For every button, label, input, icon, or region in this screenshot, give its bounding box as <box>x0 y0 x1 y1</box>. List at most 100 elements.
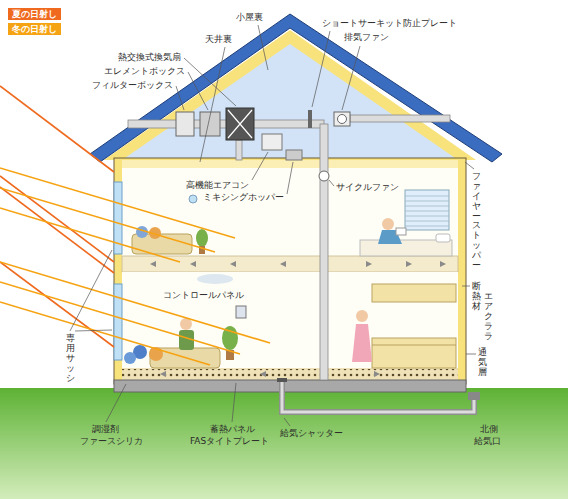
part-label: 断熱材 <box>472 282 481 312</box>
house-wall <box>122 256 458 272</box>
furniture <box>189 195 197 203</box>
leader-line <box>342 46 360 110</box>
part-label: ミキシングホッパー <box>203 192 284 203</box>
furniture <box>124 190 456 368</box>
summer-sun-ray <box>0 86 114 172</box>
label-holder: ファースシリカ <box>80 436 143 447</box>
label-holder: 断熱材 <box>472 282 481 312</box>
roof <box>90 14 502 162</box>
attic <box>104 30 476 160</box>
furniture <box>372 338 456 368</box>
airflow-arrow <box>366 261 372 267</box>
house-wall <box>122 368 458 380</box>
leader-line <box>465 162 474 169</box>
house-wall <box>114 158 466 384</box>
part-label: 天井裏 <box>205 34 232 45</box>
supply-pipe <box>277 378 287 382</box>
house-wall <box>122 160 458 168</box>
label-holder: エレメントボックス <box>104 66 185 77</box>
part-label: 蓄熱パネル <box>210 424 255 435</box>
part-label: サイクルファン <box>336 182 399 193</box>
airflow-arrow <box>406 261 412 267</box>
part-label: 給気シャッター <box>280 428 343 439</box>
house-wall <box>122 369 458 379</box>
duct <box>320 124 328 380</box>
furniture <box>405 190 449 230</box>
leader-line <box>284 418 290 426</box>
part-label: 専用サッシ <box>66 334 75 383</box>
supply-pipe <box>282 382 474 412</box>
summer-sun-ray <box>0 176 114 262</box>
label-holder: フィルターボックス <box>92 80 173 91</box>
label-holder: サイクルファン <box>336 182 399 193</box>
furniture <box>352 324 372 362</box>
legend-swatch: 冬の日射し <box>8 23 61 35</box>
leader-line <box>462 286 470 287</box>
leader-line <box>200 47 225 162</box>
label-holder: 小屋裏 <box>236 12 263 23</box>
label-holder: ミキシングホッパー <box>203 192 284 203</box>
supply-pipe <box>277 378 480 412</box>
airflow-arrow <box>190 261 196 267</box>
ventilation-unit <box>286 150 302 160</box>
label-holder: 調湿剤 <box>92 424 119 435</box>
ventilation-unit <box>262 134 282 150</box>
ventilation-unit <box>228 110 252 138</box>
part-label: フィルターボックス <box>92 80 173 91</box>
roof <box>90 14 502 162</box>
label-holder: 専用サッシ <box>66 334 75 383</box>
leader-line <box>466 354 476 355</box>
ventilation-unit <box>308 110 312 128</box>
part-label: 北側 <box>480 424 498 435</box>
ventilation-unit <box>226 108 254 140</box>
airflow-arrow <box>374 371 380 377</box>
leader-line <box>75 330 112 331</box>
airflow-arrow <box>440 261 446 267</box>
leader-line <box>70 250 112 331</box>
part-label: 給気口 <box>474 436 501 447</box>
label-holder: ファイヤーストッパー <box>472 172 481 271</box>
furniture <box>382 218 394 230</box>
label-holder: 給気シャッター <box>280 428 343 439</box>
part-label: ファイヤーストッパー <box>472 172 481 271</box>
ventilation-unit <box>338 115 347 124</box>
leader-line <box>106 384 126 422</box>
leader-line <box>287 162 293 194</box>
airflow-arrow <box>280 261 286 267</box>
winter-sun-ray <box>0 302 210 365</box>
winter-sun-ray <box>0 262 270 343</box>
part-label: ショートサーキット防止プレート <box>322 18 457 29</box>
duct <box>236 140 242 160</box>
duct <box>350 115 450 122</box>
label-holder: 排気ファン <box>344 32 389 43</box>
window-sash <box>114 182 122 360</box>
furniture <box>197 274 233 284</box>
ventilation-unit <box>176 112 194 136</box>
leader-line <box>329 180 334 186</box>
house-wall <box>114 158 466 392</box>
part-label: 高機能エアコン <box>186 180 249 191</box>
ventilation-unit <box>176 108 350 181</box>
leader-line <box>188 72 208 110</box>
attic <box>104 30 476 160</box>
summer-sun-ray <box>0 262 114 347</box>
part-label: FASタイトプレート <box>190 436 269 447</box>
leader-line <box>232 383 236 422</box>
label-holder: ショートサーキット防止プレート <box>322 18 457 29</box>
label-holder: FASタイトプレート <box>190 436 269 447</box>
label-holder: 熱交換式換気扇 <box>118 52 181 63</box>
leader-line <box>312 31 330 107</box>
house-wall <box>114 380 466 392</box>
furniture <box>436 234 450 242</box>
summer-sun-ray <box>0 187 114 273</box>
part-label: 排気ファン <box>344 32 389 43</box>
leader-line <box>184 58 236 106</box>
legend-swatch: 夏の日射し <box>8 8 61 20</box>
winter-sun-ray <box>0 208 180 262</box>
window-sash <box>114 284 122 360</box>
furniture <box>356 310 368 322</box>
winter-sun-ray <box>0 168 235 238</box>
part-label: 調湿剤 <box>92 424 119 435</box>
winter-sun-ray <box>0 188 215 252</box>
part-label: エレメントボックス <box>104 66 185 77</box>
